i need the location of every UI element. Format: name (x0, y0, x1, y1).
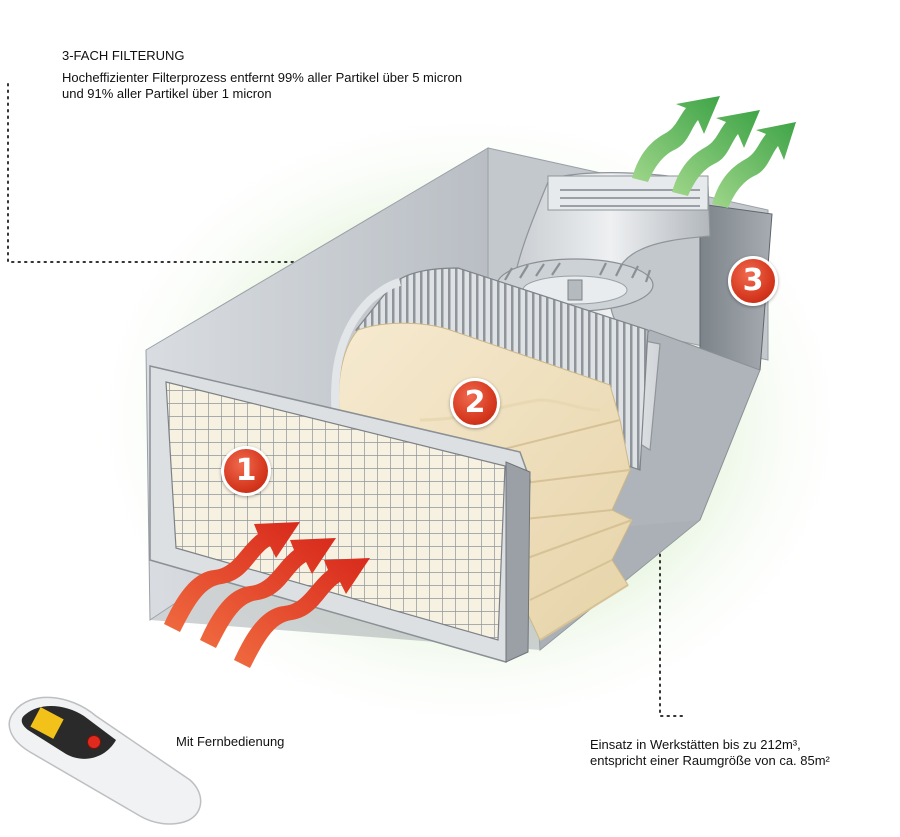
usage-line-2: entspricht einer Raumgröße von ca. 85m² (590, 753, 830, 768)
filter2-pleats (499, 419, 633, 641)
filter1-side (505, 461, 531, 663)
power-button (87, 735, 101, 749)
usage-line-1: Einsatz in Werkstätten bis zu 212m³, (590, 737, 801, 752)
stage-2-badge: 2 (450, 378, 500, 428)
leader-line-top (7, 83, 361, 263)
remote-label: Mit Fernbedienung (176, 734, 285, 749)
description-line-2: und 91% aller Partikel über 1 micron (62, 86, 272, 101)
remote-control (8, 696, 202, 825)
section-title: 3-FACH FILTERUNG (62, 48, 185, 63)
inflow-arrow-1 (164, 522, 300, 632)
filter2-arch (331, 278, 402, 421)
description-line-1: Hocheffizienter Filterprozess entfernt 9… (62, 70, 463, 85)
outflow-arrow-1 (632, 96, 720, 182)
stage-3-badge: 3 (728, 256, 778, 306)
usage-info: Einsatz in Werkstätten bis zu 212m³, ent… (590, 737, 890, 769)
outflow-arrow-2 (672, 110, 760, 196)
outflow-arrow-3 (712, 122, 796, 208)
fan-hub (567, 279, 583, 301)
inflow-arrow-2 (200, 538, 336, 648)
outflow-arrows (632, 96, 796, 208)
inflow-arrow-3 (234, 558, 370, 668)
filter-description: Hocheffizienter Filterprozess entfernt 9… (62, 70, 582, 102)
remote-logo (30, 707, 64, 739)
fan-blades (504, 262, 652, 283)
stage-1-badge: 1 (221, 446, 271, 496)
inflow-arrows (164, 522, 370, 668)
